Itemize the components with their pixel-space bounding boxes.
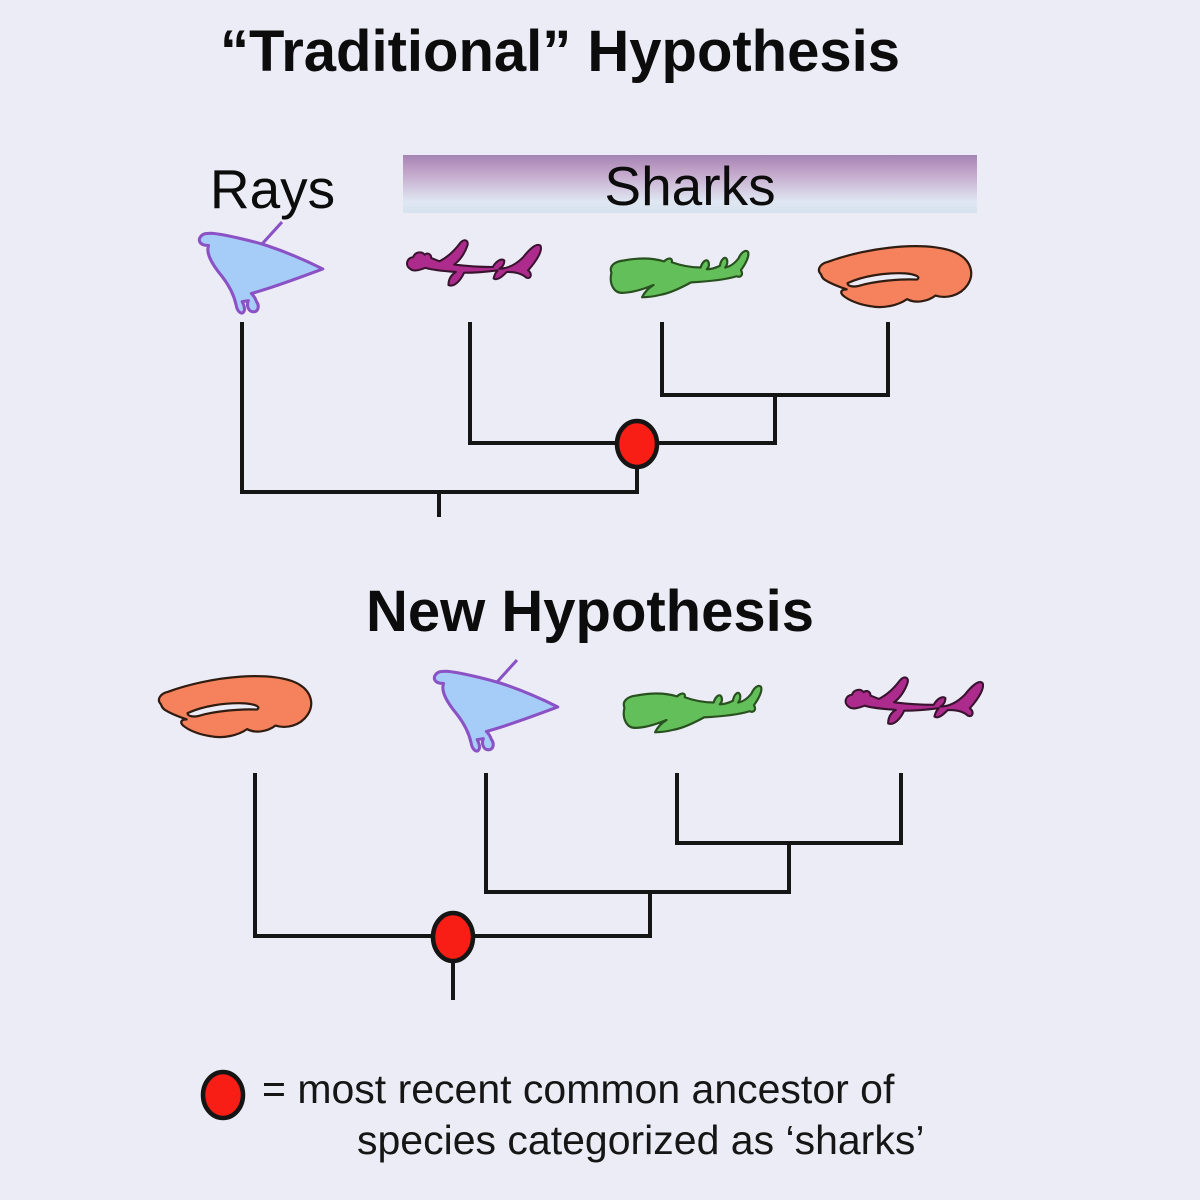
sharks-group-label: Sharks [604,155,776,217]
traditional-title: “Traditional” Hypothesis [220,19,900,84]
legend-line2: species categorized as ‘sharks’ [357,1117,925,1163]
legend-line1: = most recent common ancestor of [262,1066,895,1112]
mrca-node-new [430,910,476,964]
new-hammerhead-silhouette [826,672,1016,752]
traditional-ray-silhouette [183,220,333,322]
mrca-node-traditional [614,418,660,470]
traditional-orange-shark-silhouette [806,236,986,316]
legend: = most recent common ancestor of species… [262,1064,924,1166]
new-title: New Hypothesis [366,579,814,644]
new-orange-shark-silhouette [146,666,326,746]
legend-red-circle-icon [200,1069,246,1121]
sharks-group-bar: Sharks [403,155,977,217]
traditional-hammerhead-silhouette [388,235,573,313]
new-green-shark-silhouette [613,678,775,748]
rays-group-label: Rays [209,158,336,220]
new-ray-silhouette [418,658,568,760]
traditional-tree [240,322,890,517]
traditional-green-shark-silhouette [600,243,762,313]
new-tree [253,773,903,1000]
